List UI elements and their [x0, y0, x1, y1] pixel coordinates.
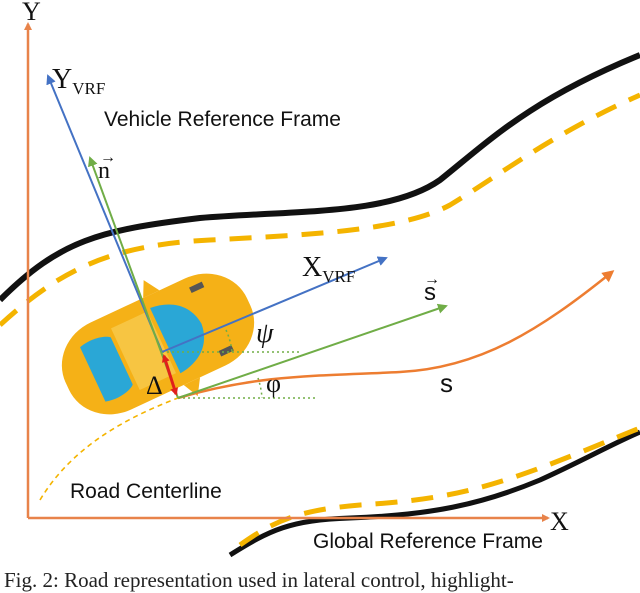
road-centerline-label: Road Centerline	[70, 480, 222, 503]
vrf-y-axis	[46, 74, 163, 353]
figure-caption: Fig. 2: Road representation used in late…	[4, 568, 514, 592]
global-x-label: X	[550, 507, 569, 536]
psi-label: ψ	[256, 318, 274, 349]
vrf-x-label-base: X	[302, 252, 322, 283]
phi-arc	[257, 377, 263, 399]
vrf-y-label-sub: VRF	[72, 79, 105, 98]
road-lower-edge	[228, 429, 640, 558]
vehicle-frame-label: Vehicle Reference Frame	[104, 108, 341, 131]
vrf-y-label: YVRF	[52, 64, 105, 98]
delta-label: Δ	[146, 371, 163, 400]
car-wiper-top	[189, 281, 205, 294]
phi-label: φ	[266, 369, 281, 398]
normal-vector-label: n	[98, 158, 110, 184]
tangent-vector-arrow-mark: →	[424, 271, 440, 288]
road-centerline	[39, 397, 179, 501]
vrf-x-axis	[161, 256, 388, 353]
car-roof-strip	[111, 311, 176, 391]
global-frame-label: Global Reference Frame	[313, 530, 543, 553]
vrf-x-label: XVRF	[302, 252, 355, 286]
tangent-vector	[177, 303, 448, 399]
arc-length-label: s	[440, 368, 453, 398]
lane-lower-dash	[238, 425, 640, 548]
vrf-y-label-base: Y	[52, 64, 72, 95]
car-wiper-bottom	[218, 345, 234, 357]
normal-vector-arrow-mark: →	[100, 149, 116, 166]
vrf-x-label-sub: VRF	[322, 267, 355, 286]
psi-arc	[225, 329, 233, 353]
road-upper-edge	[0, 52, 640, 303]
car-rear-window	[80, 336, 133, 402]
delta-arrow	[161, 354, 179, 396]
car-windshield	[150, 304, 205, 374]
global-y-label: Y	[22, 0, 41, 26]
trajectory-s	[177, 270, 615, 400]
car-side-mirror-top	[143, 280, 160, 298]
tangent-vector-label: s	[424, 279, 436, 306]
